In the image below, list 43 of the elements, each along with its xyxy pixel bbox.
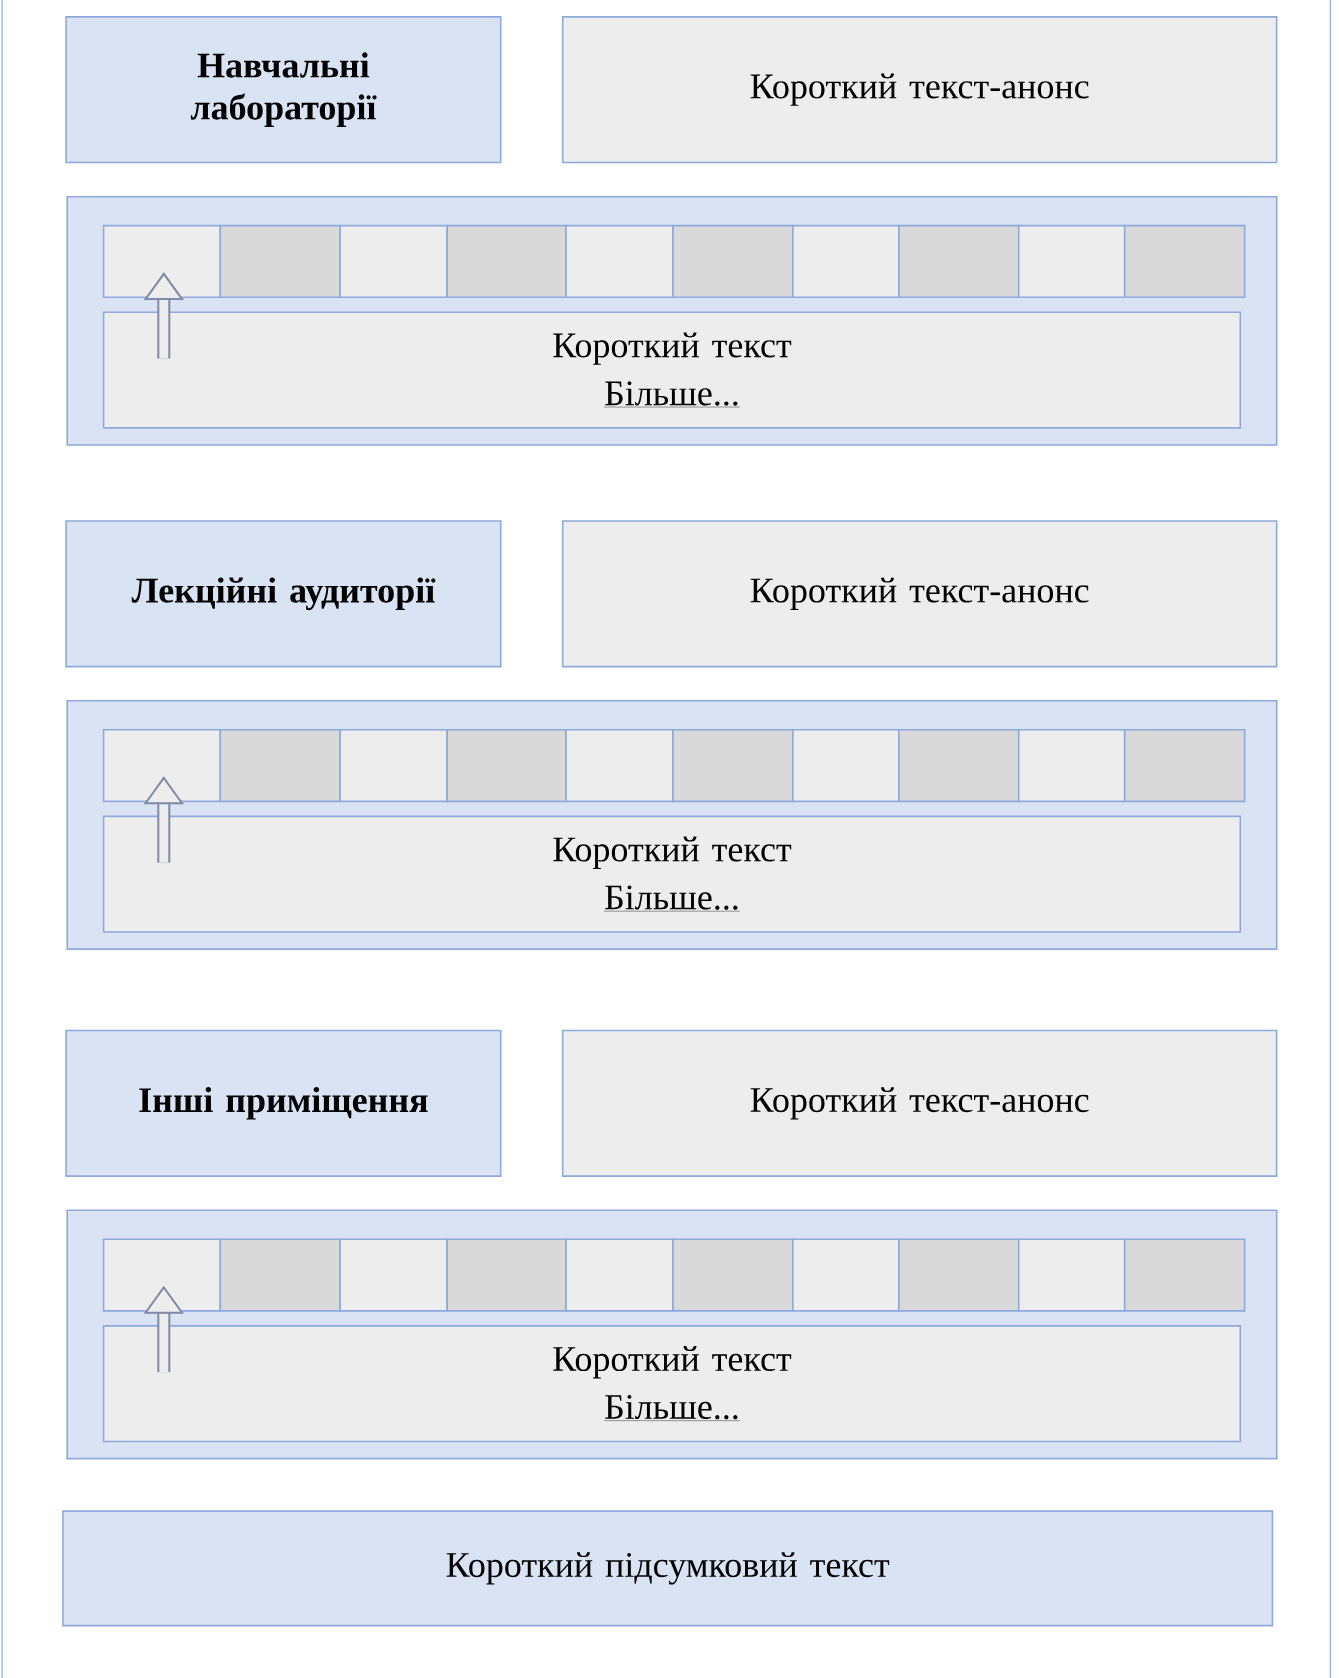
thumbnail-cell: [446, 1238, 567, 1312]
thumbnail-cell: [1017, 224, 1126, 299]
thumbnail-cell: [792, 1238, 900, 1312]
thumbnail-cell: [102, 224, 222, 299]
section-heading-box: Навчальні лабораторії: [65, 16, 502, 164]
more-link: Більше...: [603, 885, 741, 912]
thumbnail-cell: [1123, 224, 1246, 299]
section-heading-box: Інші приміщення: [65, 1029, 502, 1177]
more-link: Більше...: [603, 1394, 741, 1421]
thumbnail-cell: [898, 1238, 1020, 1312]
content-box: Короткий текст Більше...: [102, 311, 1242, 429]
thumbnail-cell: [339, 728, 448, 803]
thumbnail-cell: [219, 728, 341, 803]
summary-box: Короткий підсумковий текст: [62, 1510, 1274, 1627]
thumbnail-cell: [102, 1238, 222, 1312]
thumbnail-cell: [219, 1238, 341, 1312]
thumbnail-cell: [339, 1238, 448, 1312]
thumbnail-cell: [672, 224, 794, 299]
more-link: Більше...: [603, 381, 741, 408]
thumbnail-cell: [219, 224, 341, 299]
thumbnail-cell: [792, 224, 900, 299]
thumbnail-cell: [672, 1238, 794, 1312]
teaser-box: Короткий текст-анонс: [561, 1029, 1278, 1177]
thumbnail-cell: [1017, 728, 1126, 803]
thumbnail-cell: [446, 224, 567, 299]
thumbnail-cell: [102, 728, 222, 803]
thumbnail-cell: [1123, 1238, 1246, 1312]
thumbnail-cell: [672, 728, 794, 803]
thumbnail-cell: [1123, 728, 1246, 803]
teaser-box: Короткий текст-анонс: [561, 16, 1278, 164]
thumbnail-cell: [565, 728, 674, 803]
teaser-box: Короткий текст-анонс: [561, 520, 1278, 668]
thumbnail-cell: [898, 728, 1020, 803]
thumbnail-cell: [565, 224, 674, 299]
thumbnail-cell: [898, 224, 1020, 299]
thumbnail-cell: [339, 224, 448, 299]
section-heading-box: Лекційні аудиторії: [65, 520, 502, 668]
content-box: Короткий текст Більше...: [102, 1325, 1242, 1443]
thumbnail-cell: [1017, 1238, 1126, 1312]
content-box: Короткий текст Більше...: [102, 815, 1242, 933]
thumbnail-cell: [792, 728, 900, 803]
thumbnail-cell: [446, 728, 567, 803]
thumbnail-cell: [565, 1238, 674, 1312]
